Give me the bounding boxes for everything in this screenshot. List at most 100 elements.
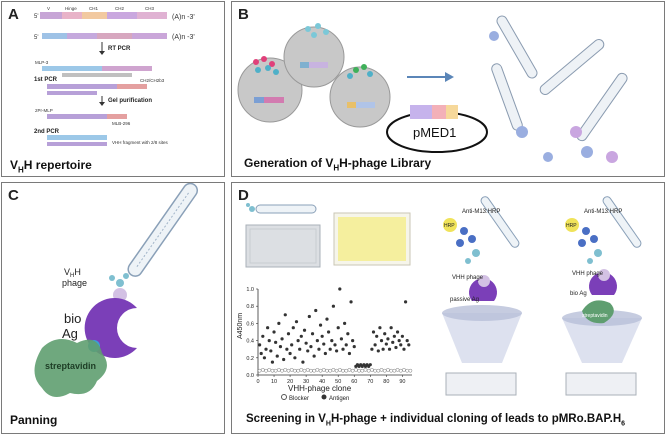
blocker-point bbox=[321, 367, 326, 372]
antigen-point bbox=[280, 337, 284, 341]
blocker-point bbox=[318, 368, 323, 373]
antigen-point bbox=[323, 351, 327, 356]
panel-a-label: A bbox=[8, 6, 19, 23]
anti-m13-label-1: Anti-M13:HRP bbox=[462, 209, 500, 215]
panning-diagram: streptavidin VHH phage bio Ag bbox=[34, 183, 199, 397]
blocker-point bbox=[264, 368, 268, 373]
blocker-point bbox=[277, 367, 281, 372]
panel-b-label: B bbox=[238, 6, 249, 23]
antigen-point bbox=[389, 326, 393, 330]
y-tick-label: 1.0 bbox=[246, 287, 254, 293]
gene-label-v: V bbox=[47, 6, 50, 11]
blocker-point bbox=[257, 368, 262, 373]
blocker-point bbox=[344, 368, 349, 373]
antigen-point bbox=[403, 300, 408, 304]
y-tick-label: 0.0 bbox=[246, 373, 254, 379]
panel-b: B pMED1 Generation o bbox=[231, 1, 665, 177]
phage-label-1: VHH phage bbox=[452, 275, 484, 281]
blocker-point bbox=[360, 368, 365, 373]
blocker-point bbox=[408, 368, 413, 373]
antigen-point bbox=[397, 339, 401, 343]
blocker-point bbox=[350, 368, 355, 373]
blocker-point bbox=[366, 368, 371, 373]
step-rt-pcr: RT PCR bbox=[108, 46, 131, 52]
antigen-point bbox=[290, 343, 294, 347]
antigen-point bbox=[341, 347, 345, 351]
y-tick-label: 0.6 bbox=[246, 321, 254, 327]
antigen-point bbox=[335, 349, 339, 353]
blocker-point bbox=[289, 367, 294, 372]
gene-label-ch1: CH1 bbox=[89, 6, 98, 11]
antigen-point bbox=[266, 326, 270, 330]
panel-a-caption: VHH repertoire bbox=[10, 158, 92, 175]
antigen-point bbox=[309, 345, 313, 349]
antigen-point bbox=[402, 347, 406, 351]
antigen-point bbox=[343, 321, 347, 325]
antigen-point bbox=[307, 314, 311, 319]
antigen-point bbox=[294, 320, 299, 324]
blocker-point bbox=[280, 368, 284, 373]
antigen-point bbox=[264, 347, 268, 351]
x-tick-label: 10 bbox=[271, 379, 277, 385]
svg-text:5': 5' bbox=[34, 35, 38, 41]
blocker-point bbox=[302, 368, 307, 373]
panel-d-caption: Screening in VHH-phage + individual clon… bbox=[246, 413, 626, 428]
blocker-point bbox=[398, 368, 403, 373]
blocker-point bbox=[325, 368, 329, 373]
antigen-point bbox=[400, 334, 404, 338]
blocker-point bbox=[331, 367, 336, 372]
svg-text:phage: phage bbox=[62, 278, 87, 288]
antigen-point bbox=[333, 343, 337, 347]
antigen-point bbox=[328, 347, 332, 351]
x-tick-label: 70 bbox=[367, 379, 373, 385]
panel-c: C streptavidin VHH phage bio Ag Panning bbox=[1, 182, 225, 434]
antigen-point bbox=[298, 347, 302, 351]
antigen-point bbox=[405, 339, 409, 343]
blocker-point bbox=[405, 368, 410, 373]
svg-text:MLP-3: MLP-3 bbox=[35, 60, 49, 65]
antigen-point bbox=[291, 326, 295, 330]
antigen-point bbox=[371, 330, 376, 334]
antigen-point bbox=[379, 339, 384, 343]
antigen-point bbox=[274, 340, 278, 344]
antigen-point bbox=[306, 349, 310, 353]
antigen-point bbox=[347, 351, 352, 356]
rt-pcr-diagram: 5' (A)n -3' V Hinge CH1 CH2 CH3 5' (A)n … bbox=[34, 6, 195, 146]
blocker-point bbox=[395, 367, 400, 372]
antigen-point bbox=[373, 343, 377, 347]
antigen-point bbox=[317, 347, 321, 351]
blocker-point bbox=[286, 368, 291, 373]
antigen-point bbox=[349, 300, 353, 304]
antigen-point bbox=[325, 317, 329, 321]
y-tick-label: 0.8 bbox=[246, 304, 254, 310]
antigen-point bbox=[299, 334, 303, 338]
blocker-point bbox=[309, 368, 313, 373]
phage-label: VHH bbox=[64, 267, 81, 279]
blocker-point bbox=[363, 367, 368, 372]
streptavidin-label: streptavidin bbox=[45, 361, 96, 371]
panel-a: A 5' (A)n -3' V Hinge CH1 CH2 CH3 5' (A)… bbox=[1, 1, 225, 177]
antigen-point bbox=[336, 326, 340, 330]
antigen-point bbox=[399, 343, 403, 347]
antigen-point bbox=[296, 339, 300, 343]
antigen-point bbox=[259, 351, 263, 356]
blocker-point bbox=[337, 367, 342, 372]
blocker-point bbox=[373, 368, 377, 373]
polya-top: (A)n -3' bbox=[172, 14, 195, 21]
step-gel-purification: Gel purification bbox=[108, 98, 152, 104]
gene-label-hinge: Hinge bbox=[65, 6, 77, 11]
panel-b-caption: Generation of VHH-phage Library bbox=[244, 156, 432, 173]
blocker-point bbox=[293, 368, 297, 373]
antigen-point bbox=[387, 347, 392, 351]
phage-label-2: VHH phage bbox=[572, 271, 604, 277]
antigen-point bbox=[269, 349, 273, 353]
antigen-point bbox=[270, 360, 275, 364]
blocker-point bbox=[283, 367, 288, 372]
panel-c-label: C bbox=[8, 187, 19, 204]
antigen-point bbox=[395, 330, 400, 334]
antigen-point bbox=[407, 343, 411, 347]
antigen-point bbox=[383, 332, 387, 336]
bio-ag-label: bio Ag bbox=[570, 291, 587, 297]
antigen-point bbox=[288, 351, 292, 356]
